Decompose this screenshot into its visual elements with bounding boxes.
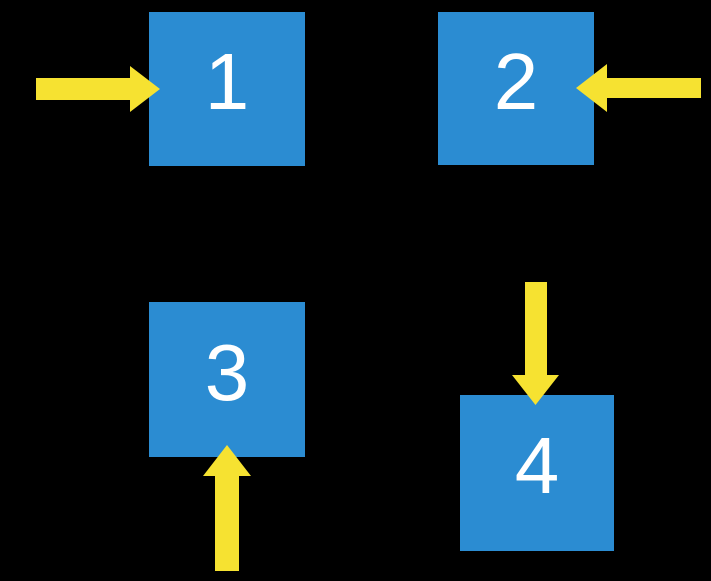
box-4-label: 4 [514,421,560,510]
box-3-label: 3 [204,327,250,417]
block-arrow-down-icon [512,282,559,405]
box-1-label: 1 [204,37,250,126]
numbered-box-4: 4 [460,395,614,551]
numbered-box-1: 1 [149,12,305,166]
numbered-box-2: 2 [438,12,594,165]
block-arrow-left-icon [576,64,701,112]
numbered-box-3: 3 [149,302,305,457]
block-arrow-up-icon [203,445,251,571]
box-2-label: 2 [493,36,539,126]
block-arrow-right-icon [36,66,160,112]
